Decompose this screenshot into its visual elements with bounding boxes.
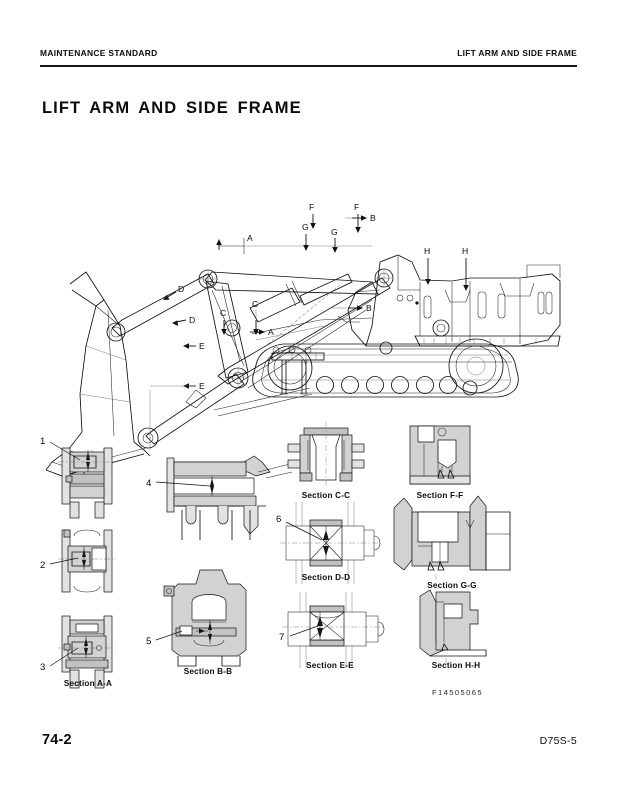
section-b-b-lower: 5 Section B-B xyxy=(146,569,247,676)
header-rule xyxy=(40,65,577,67)
callout-7: 7 xyxy=(279,632,284,643)
section-marker-b-bottom: B xyxy=(330,303,372,313)
section-view-a-a: 1 2 xyxy=(40,436,116,689)
footer-model-code: D75S-5 xyxy=(539,735,577,747)
marker-label-a2: A xyxy=(268,327,274,337)
section-marker-b-top: B xyxy=(345,213,376,223)
marker-label-c: C xyxy=(220,308,226,318)
section-view-e-e: 7 Section E-E xyxy=(279,592,385,670)
marker-label-c2: C xyxy=(252,299,258,309)
section-marker-f-left: F xyxy=(309,202,316,229)
section-markers-group: A A B B xyxy=(149,202,469,450)
section-marker-c-left: C xyxy=(220,308,227,335)
section-label-d-d: Section D-D xyxy=(302,573,351,582)
marker-label-a: A xyxy=(247,233,253,243)
callout-6: 6 xyxy=(276,514,281,525)
section-b-b-upper: 4 xyxy=(146,455,293,540)
bucket-group xyxy=(45,271,151,477)
figure-number: F14505065 xyxy=(432,688,484,697)
page-title: LIFT ARM AND SIDE FRAME xyxy=(42,99,302,118)
callout-4: 4 xyxy=(146,478,152,489)
marker-label-h2: H xyxy=(462,246,468,256)
footer-page-number: 74-2 xyxy=(42,732,72,748)
section-a-a-detail-3: 3 Section A-A xyxy=(40,615,116,689)
marker-label-e: E xyxy=(199,341,205,351)
header-right-text: LIFT ARM AND SIDE FRAME xyxy=(457,48,577,58)
section-label-g-g: Section G-G xyxy=(427,581,477,590)
machine-side-view: A A B B xyxy=(45,202,561,477)
section-view-c-c: Section C-C xyxy=(287,422,365,500)
section-marker-c-right: C xyxy=(252,299,259,335)
marker-label-b: B xyxy=(370,213,376,223)
marker-label-f2: F xyxy=(354,202,359,212)
section-marker-f-right: F xyxy=(354,202,361,233)
section-marker-g-right: G xyxy=(331,227,338,253)
section-marker-d-lower: D xyxy=(172,315,195,326)
section-marker-g-left: G xyxy=(302,222,309,251)
section-label-c-c: Section C-C xyxy=(302,491,351,500)
section-a-a-detail-1: 1 xyxy=(40,436,116,519)
section-marker-e-lower: E xyxy=(149,381,205,450)
header-left-text: MAINTENANCE STANDARD xyxy=(40,48,158,58)
section-a-a-detail-2: 2 xyxy=(40,529,116,593)
section-view-h-h: Section H-H xyxy=(419,589,487,670)
section-marker-e-upper: E xyxy=(183,341,205,351)
marker-label-d: D xyxy=(178,284,184,294)
hydraulic-lines-group xyxy=(213,315,373,417)
running-header: MAINTENANCE STANDARD LIFT ARM AND SIDE F… xyxy=(40,48,577,72)
section-marker-a-bottom: A xyxy=(250,327,274,337)
section-label-f-f: Section F-F xyxy=(417,491,464,500)
marker-label-g: G xyxy=(302,222,309,232)
marker-label-h: H xyxy=(424,246,430,256)
section-view-f-f: Section F-F xyxy=(409,425,471,500)
marker-label-f: F xyxy=(309,202,314,212)
section-view-b-b: 4 5 Section B-B xyxy=(146,455,293,676)
callout-2: 2 xyxy=(40,560,45,571)
section-label-a-a: Section A-A xyxy=(64,679,112,688)
section-view-g-g: Section G-G xyxy=(393,495,511,590)
section-label-h-h: Section H-H xyxy=(432,661,481,670)
callout-1: 1 xyxy=(40,436,45,447)
marker-label-d2: D xyxy=(189,315,195,325)
technical-figure: A A B B xyxy=(0,150,617,710)
undercarriage-group xyxy=(252,338,519,398)
callout-5: 5 xyxy=(146,636,151,647)
marker-label-g2: G xyxy=(331,227,338,237)
section-marker-h-right: H xyxy=(462,246,469,291)
callout-3: 3 xyxy=(40,662,45,673)
section-label-b-b: Section B-B xyxy=(184,667,233,676)
section-label-e-e: Section E-E xyxy=(306,661,354,670)
side-frame-group xyxy=(347,254,561,347)
marker-label-e2: E xyxy=(199,381,205,391)
section-view-d-d: 6 Section D-D xyxy=(276,502,381,584)
lift-arm-group xyxy=(106,269,391,449)
marker-label-b2: B xyxy=(366,303,372,313)
section-marker-a-top: A xyxy=(216,233,372,254)
section-marker-h-left: H xyxy=(424,246,431,285)
section-marker-d-upper: D xyxy=(163,284,184,300)
